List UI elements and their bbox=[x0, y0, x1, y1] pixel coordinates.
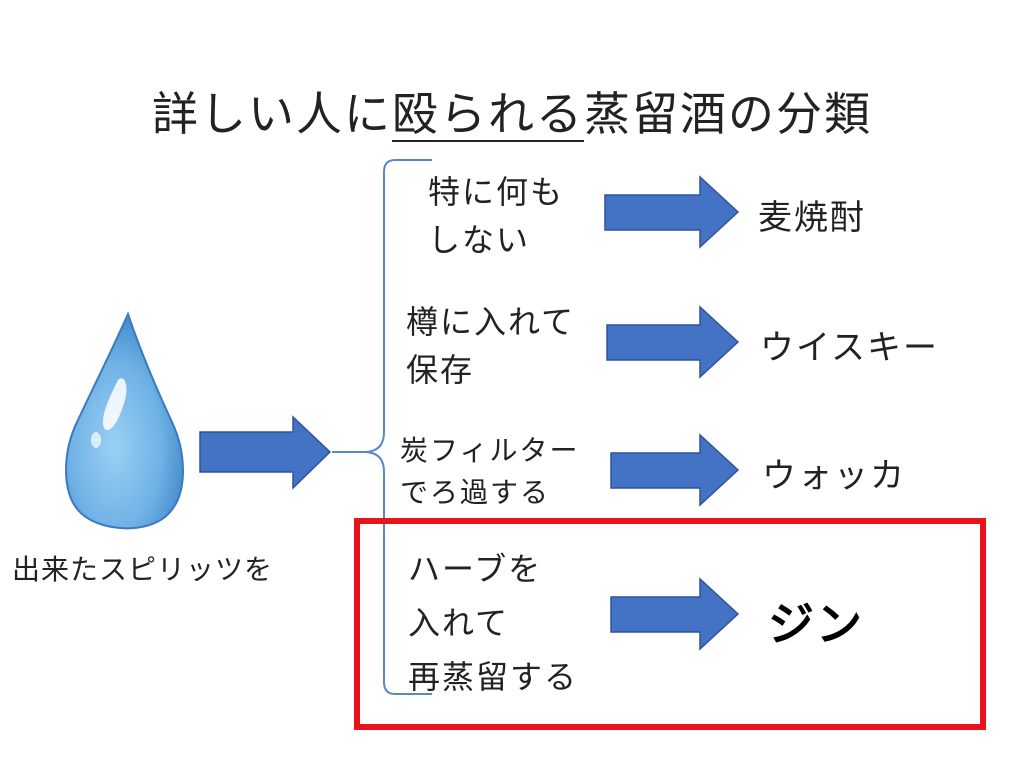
branch-arrow-2 bbox=[606, 305, 740, 379]
branch-arrow-4 bbox=[610, 577, 740, 651]
process-text-3: 炭フィルター でろ過する bbox=[400, 434, 580, 509]
title-prefix: 詳しい人に bbox=[152, 87, 392, 141]
water-drop-icon bbox=[65, 311, 184, 530]
slide-title: 詳しい人に殴られる蒸留酒の分類 bbox=[0, 78, 1024, 144]
title-underlined: 殴られる bbox=[392, 87, 584, 141]
result-vodka: ウォッカ bbox=[762, 456, 906, 496]
highlight-box bbox=[354, 518, 986, 730]
result-shochu: 麦焼酎 bbox=[758, 198, 866, 238]
process-text-1: 特に何も しない bbox=[428, 173, 565, 259]
main-arrow-icon bbox=[199, 415, 332, 490]
process-text-2: 樽に入れて 保存 bbox=[406, 303, 576, 389]
result-whisky: ウイスキー bbox=[760, 328, 939, 368]
branch-arrow-1 bbox=[604, 175, 740, 249]
source-label: 出来たスピリッツを bbox=[12, 553, 274, 586]
result-gin: ジン bbox=[768, 597, 864, 651]
branch-arrow-3 bbox=[610, 433, 740, 507]
title-suffix: 蒸留酒の分類 bbox=[584, 87, 872, 141]
branch-bracket bbox=[332, 159, 432, 695]
process-text-4: ハーブを 入れて 再蒸留する bbox=[408, 550, 579, 696]
